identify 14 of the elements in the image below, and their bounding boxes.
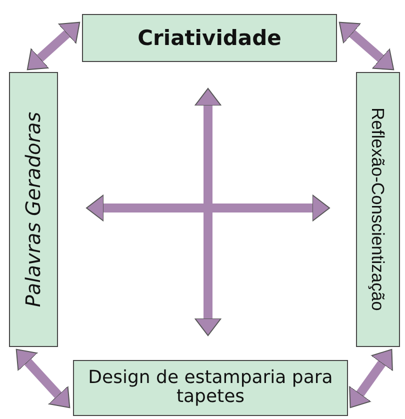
concept-label: Palavras Geradoras: [23, 112, 44, 308]
concept-box: [73, 360, 348, 416]
concept-label: Reflexão-Conscientização: [368, 108, 388, 312]
double-arrow: [349, 348, 393, 408]
double-arrow: [26, 22, 80, 70]
concept-label: Criatividade: [138, 26, 282, 50]
double-arrow: [338, 22, 394, 70]
concept-box: [356, 72, 400, 347]
double-arrow: [194, 88, 222, 336]
double-arrow: [16, 348, 70, 408]
concept-label: Design de estamparia para tapetes: [88, 369, 333, 407]
concept-box: [9, 72, 58, 347]
concept-box: [82, 14, 337, 62]
double-arrow: [86, 194, 330, 222]
